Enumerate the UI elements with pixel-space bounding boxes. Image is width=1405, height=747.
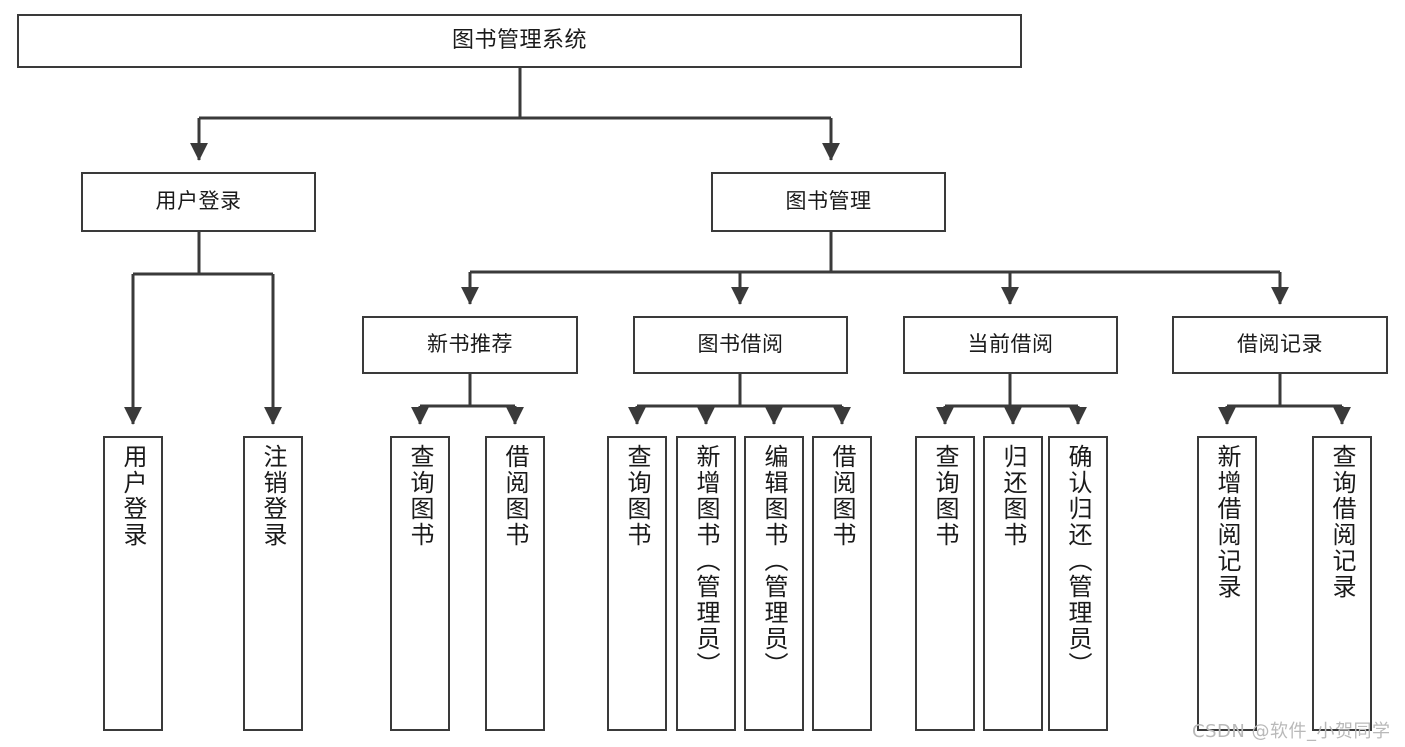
watermark-text: CSDN @软件_小贺同学: [1192, 721, 1391, 742]
leaf-label: 新增图书（管理员）: [692, 444, 720, 678]
leaf-borrow-borrow-book[interactable]: 借阅图书: [812, 436, 872, 731]
node-borrow-record[interactable]: 借阅记录: [1172, 316, 1388, 374]
leaf-current-confirm-return-admin[interactable]: 确认归还（管理员）: [1048, 436, 1108, 731]
leaf-label: 确认归还（管理员）: [1064, 444, 1092, 678]
node-book-management-label: 图书管理: [785, 189, 872, 214]
leaf-label: 注销登录: [259, 444, 287, 548]
leaf-current-return-book[interactable]: 归还图书: [983, 436, 1043, 731]
node-borrow-record-label: 借阅记录: [1237, 332, 1323, 357]
leaf-label: 查询借阅记录: [1328, 444, 1356, 600]
node-new-book-recommend-label: 新书推荐: [427, 332, 513, 357]
leaf-label: 借阅图书: [501, 444, 529, 548]
leaf-label: 查询图书: [931, 444, 959, 548]
node-user-login[interactable]: 用户登录: [81, 172, 316, 232]
leaf-label: 归还图书: [999, 444, 1027, 548]
leaf-record-query-record[interactable]: 查询借阅记录: [1312, 436, 1372, 731]
node-book-borrow[interactable]: 图书借阅: [633, 316, 848, 374]
leaf-borrow-add-book-admin[interactable]: 新增图书（管理员）: [676, 436, 736, 731]
node-current-borrow-label: 当前借阅: [967, 332, 1054, 357]
leaf-borrow-edit-book-admin[interactable]: 编辑图书（管理员）: [744, 436, 804, 731]
leaf-record-add-record[interactable]: 新增借阅记录: [1197, 436, 1257, 731]
node-root-label: 图书管理系统: [451, 27, 587, 53]
leaf-user-login-login[interactable]: 用户登录: [103, 436, 163, 731]
leaf-label: 借阅图书: [828, 444, 856, 548]
leaf-recommend-query-book[interactable]: 查询图书: [390, 436, 450, 731]
node-book-borrow-label: 图书借阅: [697, 332, 784, 357]
leaf-label: 编辑图书（管理员）: [760, 444, 788, 678]
leaf-label: 用户登录: [119, 444, 147, 548]
leaf-borrow-query-book[interactable]: 查询图书: [607, 436, 667, 731]
leaf-recommend-borrow-book[interactable]: 借阅图书: [485, 436, 545, 731]
leaf-current-query-book[interactable]: 查询图书: [915, 436, 975, 731]
node-book-management[interactable]: 图书管理: [711, 172, 946, 232]
node-root[interactable]: 图书管理系统: [17, 14, 1022, 68]
node-new-book-recommend[interactable]: 新书推荐: [362, 316, 578, 374]
leaf-user-login-logout[interactable]: 注销登录: [243, 436, 303, 731]
node-user-login-label: 用户登录: [155, 189, 242, 214]
leaf-label: 查询图书: [623, 444, 651, 548]
leaf-label: 新增借阅记录: [1213, 444, 1241, 600]
leaf-label: 查询图书: [406, 444, 434, 548]
node-current-borrow[interactable]: 当前借阅: [903, 316, 1118, 374]
